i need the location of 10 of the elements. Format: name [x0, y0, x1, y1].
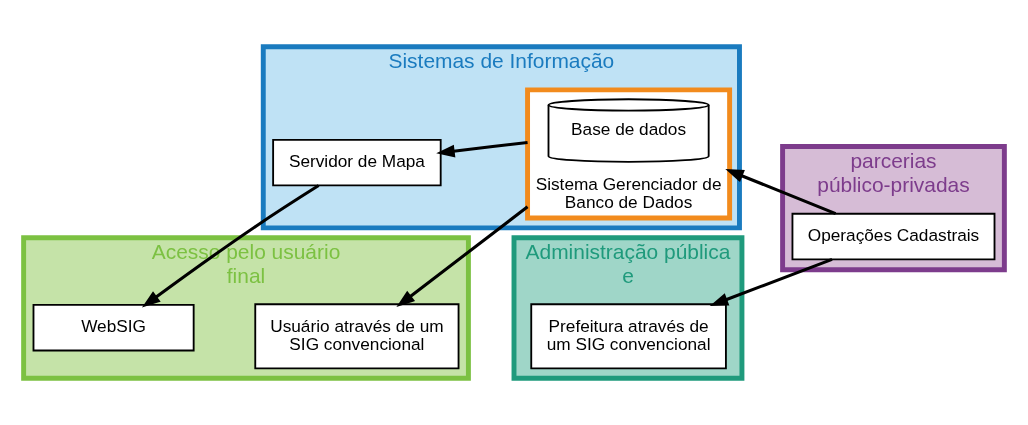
arrow: [436, 140, 528, 158]
arrow: [709, 258, 833, 306]
node-box: Operações Cadastrais: [791, 212, 996, 261]
node-box: Servidor de Mapa: [272, 138, 442, 187]
node-box: Usuário através de um SIG convencional: [254, 303, 460, 370]
arrow: [141, 184, 320, 308]
arrow: [396, 205, 529, 308]
node-box: Prefeitura através de um SIG convencional: [530, 303, 727, 370]
arrow: [725, 169, 837, 216]
node-box: WebSIG: [32, 304, 195, 352]
